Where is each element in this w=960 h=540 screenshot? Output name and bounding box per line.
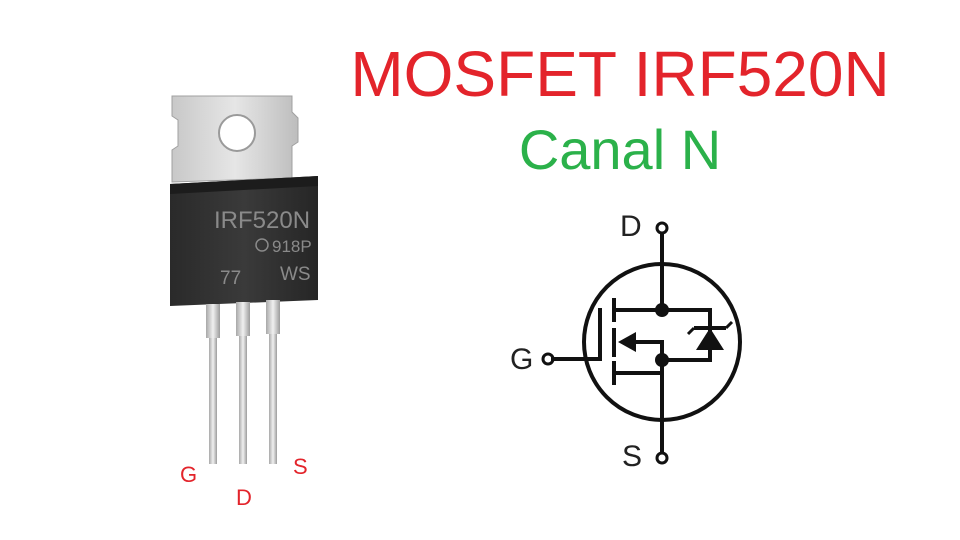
marking-date-code: 918P [272, 237, 312, 256]
drain-terminal [655, 221, 669, 235]
schematic-label-gate: G [510, 343, 534, 376]
pin-label-drain: D [236, 485, 252, 510]
junction-dot [655, 303, 669, 317]
mounting-hole [218, 114, 256, 152]
package-leads [206, 300, 280, 464]
marking-lot-left: 77 [220, 268, 241, 289]
marking-lot-right: WS [280, 264, 311, 285]
body-diode [696, 328, 724, 350]
metal-tab [171, 95, 299, 183]
lead-source [269, 334, 277, 464]
junction-dot [655, 353, 669, 367]
schematic-label-drain: D [620, 210, 642, 243]
logo-mark [255, 238, 269, 252]
subtitle: Canal N [518, 118, 722, 181]
to220-package-image: IRF520N 918P 77 WS [170, 95, 318, 464]
package-body: IRF520N 918P 77 WS [170, 176, 318, 306]
lead-drain [239, 336, 247, 464]
marking-part-number: IRF520N [214, 207, 310, 234]
pin-label-gate: G [180, 462, 198, 487]
schematic-label-source: S [622, 440, 643, 473]
title: MOSFET IRF520N [350, 38, 890, 110]
mosfet-schematic-symbol [541, 221, 742, 465]
source-terminal [655, 451, 669, 465]
channel-arrow [618, 332, 636, 352]
pin-label-source: S [293, 454, 308, 479]
lead-gate [209, 338, 217, 464]
